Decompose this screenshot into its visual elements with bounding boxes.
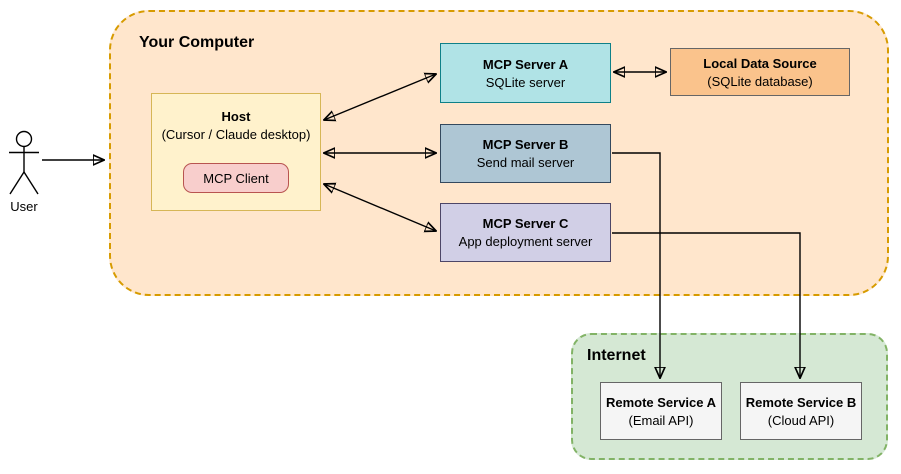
user-actor-icon xyxy=(9,130,39,195)
remote-service-a-title: Remote Service A xyxy=(605,394,717,410)
mcp-server-c-title: MCP Server C xyxy=(482,216,569,231)
internet-title: Internet xyxy=(587,347,646,364)
remote-service-b-subtitle: (Cloud API) xyxy=(767,412,835,428)
user-label: User xyxy=(10,199,38,214)
host-subtitle: (Cursor / Claude desktop) xyxy=(161,127,311,142)
remote-service-a-subtitle: (Email API) xyxy=(628,412,694,428)
mcp-server-b-title: MCP Server B xyxy=(482,137,569,152)
local-data-source-subtitle: (SQLite database) xyxy=(707,73,813,89)
remote-service-b-title: Remote Service B xyxy=(745,394,857,410)
mcp-server-a-subtitle: SQLite server xyxy=(485,74,566,90)
remote-service-b-box: Remote Service B (Cloud API) xyxy=(740,382,862,440)
host-box: Host (Cursor / Claude desktop) MCP Clien… xyxy=(151,93,321,211)
host-title: Host xyxy=(221,109,251,124)
mcp-server-c-subtitle: App deployment server xyxy=(458,234,593,249)
local-data-source-box: Local Data Source (SQLite database) xyxy=(670,48,850,96)
remote-service-a-box: Remote Service A (Email API) xyxy=(600,382,722,440)
mcp-client-label: MCP Client xyxy=(203,170,269,186)
local-data-source-title: Local Data Source xyxy=(703,55,817,71)
mcp-server-b-box: MCP Server B Send mail server xyxy=(440,124,611,183)
your-computer-title: Your Computer xyxy=(139,34,255,51)
mcp-client-box: MCP Client xyxy=(183,163,289,193)
mcp-server-c-box: MCP Server C App deployment server xyxy=(440,203,611,262)
mcp-server-a-box: MCP Server A SQLite server xyxy=(440,43,611,103)
mcp-server-b-subtitle: Send mail server xyxy=(476,155,575,170)
mcp-server-a-title: MCP Server A xyxy=(482,56,569,72)
